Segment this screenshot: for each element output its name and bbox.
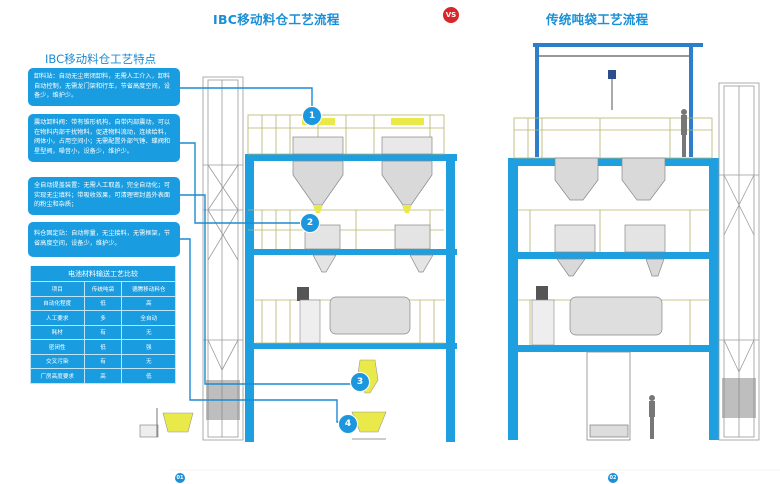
table-header-cell: 传统吨袋 [83, 281, 123, 297]
right-hopper-1-icon [554, 157, 599, 277]
left-hopper-2-icon [381, 118, 433, 213]
left-title: IBC移动料仓工艺流程 [213, 12, 340, 27]
callout-vibration-valve: 震动卸料阀：带有锥形机构，自带内部震动，可以在物料内部干扰物料，促进物料流动，连… [28, 114, 180, 162]
table-cell: 强 [121, 339, 176, 355]
marker-4: 4 [338, 414, 358, 434]
table-cell: 多 [83, 310, 123, 326]
table-row: 人工要求 多 全自动 [30, 310, 176, 326]
table-cell: 无 [121, 353, 176, 369]
page-number-right: 02 [608, 473, 618, 483]
table-cell: 有 [83, 353, 123, 369]
callout-unloading-station: 卸料站：自动无尘密闭卸料，无需人工介入，卸料自动控制，无需龙门架和行车，节省高度… [28, 68, 180, 106]
forklift-ibc-icon [139, 408, 194, 438]
table-row: 交叉污染 有 无 [30, 353, 176, 369]
table-cell: 高 [121, 295, 176, 311]
left-mixer-icon [297, 287, 411, 344]
table-row: 密闭性 低 强 [30, 339, 176, 355]
table-row: 耗材 有 无 [30, 324, 176, 340]
table-row: 厂房高度要求 高 低 [30, 368, 176, 384]
callout-fixed-station: 料仓固定站：自动称量，无尘接料，无需框架，节省高度空间，设备少，维护少。 [28, 222, 180, 257]
comparison-table: 电池材料输送工艺比较 项目 传统吨袋 德腾移动料仓 自动化程度 低 高 人工要求… [30, 266, 176, 384]
table-cell: 交叉污染 [30, 353, 85, 369]
left-lift-tower-icon [202, 76, 244, 441]
callout-connectors [180, 87, 352, 423]
table-cell: 厂房高度要求 [30, 368, 85, 384]
table-cell: 密闭性 [30, 339, 85, 355]
table-cell: 无 [121, 324, 176, 340]
right-hopper-2-icon [621, 157, 666, 277]
table-cell: 耗材 [30, 324, 85, 340]
table-header-cell: 德腾移动料仓 [121, 281, 176, 297]
table-cell: 自动化程度 [30, 295, 85, 311]
table-header-cell: 项目 [30, 281, 85, 297]
comparison-table-caption: 电池材料输送工艺比较 [30, 266, 176, 282]
marker-2: 2 [300, 213, 320, 233]
marker-1: 1 [302, 106, 322, 126]
page-number-left: 01 [175, 473, 185, 483]
right-railing-posts-icon [527, 118, 691, 345]
table-row: 自动化程度 低 高 [30, 295, 176, 311]
right-title: 传统吨袋工艺流程 [546, 12, 649, 27]
callout-auto-lid-device: 全自动提盖装置：无需人工取盖，完全自动化；可实现无尘填料；带吸收效果，可清理密封… [28, 177, 180, 215]
marker-3: 3 [350, 372, 370, 392]
table-cell: 有 [83, 324, 123, 340]
table-cell: 低 [121, 368, 176, 384]
right-tower-grille-icon [722, 378, 756, 418]
gantry-crane-icon [533, 43, 703, 157]
hoist-icon [608, 70, 616, 110]
operator-icon [649, 109, 687, 439]
vs-badge: VS [443, 7, 459, 23]
table-cell: 低 [83, 295, 123, 311]
bag-filling-station-icon [586, 351, 631, 441]
table-header-row: 项目 传统吨袋 德腾移动料仓 [30, 281, 176, 297]
right-mixer-icon [531, 286, 663, 346]
table-cell: 人工要求 [30, 310, 85, 326]
left-weigh-station-icon [304, 224, 434, 273]
table-cell: 高 [83, 368, 123, 384]
table-cell: 低 [83, 339, 123, 355]
right-steel-frame-icon [508, 158, 719, 440]
features-heading: IBC移动料仓工艺特点 [45, 52, 157, 66]
table-cell: 全自动 [121, 310, 176, 326]
left-steel-frame-icon [245, 154, 457, 442]
